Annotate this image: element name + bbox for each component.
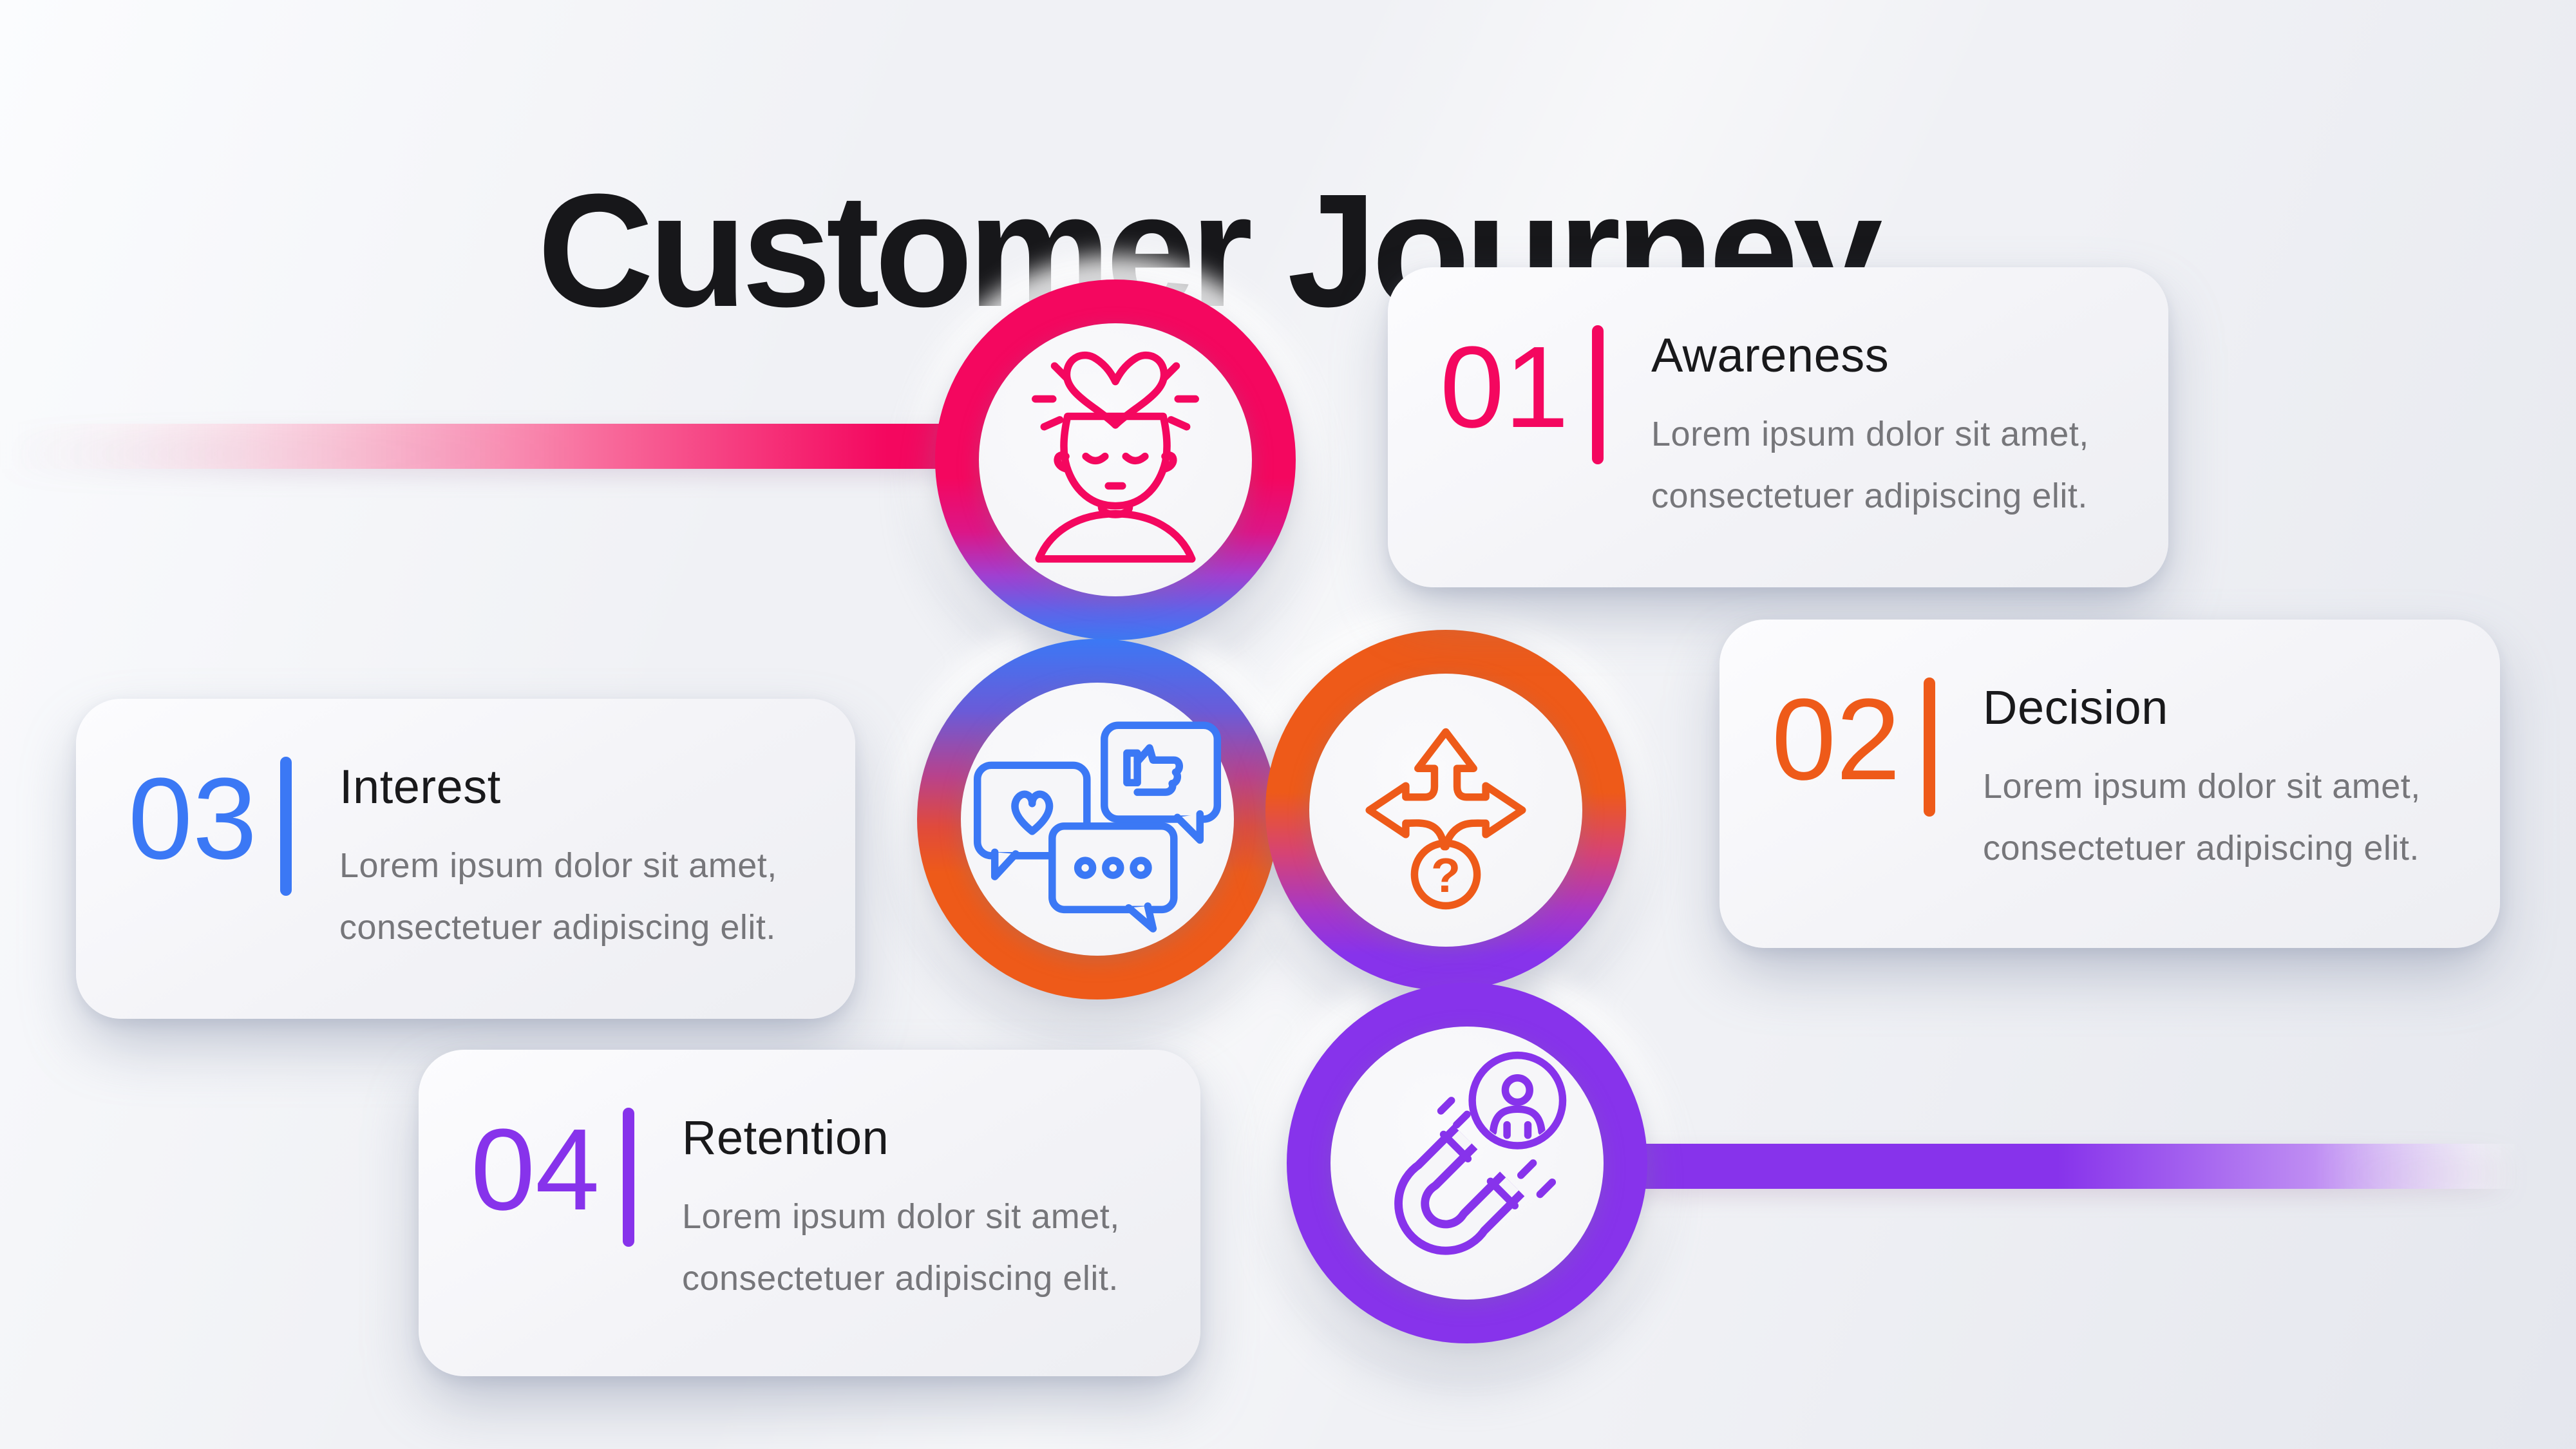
disc-awareness <box>979 323 1252 596</box>
chat-feedback-icon <box>973 721 1222 933</box>
step-accent-bar <box>1924 677 1935 817</box>
step-number: 03 <box>128 754 258 884</box>
step-accent-bar <box>280 757 292 896</box>
disc-retention <box>1331 1027 1604 1300</box>
step-description: Lorem ipsum dolor sit amet, consectetuer… <box>682 1197 1120 1298</box>
step-title: Interest <box>339 760 501 813</box>
step-accent-bar <box>623 1108 634 1247</box>
ring-interest <box>917 639 1278 999</box>
direction-arrows-icon: ? <box>1365 728 1526 910</box>
step-title: Retention <box>682 1111 889 1164</box>
question-mark-glyph: ? <box>1431 849 1461 903</box>
step-description: Lorem ipsum dolor sit amet, consectetuer… <box>1651 415 2089 516</box>
disc-decision <box>1309 674 1582 947</box>
path-exit-bar <box>1597 1144 2517 1189</box>
path-entry-bar <box>0 424 985 469</box>
step-number: 01 <box>1439 323 1569 452</box>
step-card-retention: 04 Retention Lorem ipsum dolor sit amet,… <box>419 1050 1200 1376</box>
ring-decision <box>1265 630 1626 990</box>
step-title: Awareness <box>1651 328 1889 382</box>
ring-awareness <box>935 279 1296 640</box>
step-card-awareness: 01 Awareness Lorem ipsum dolor sit amet,… <box>1388 267 2168 587</box>
step-number: 04 <box>470 1105 600 1235</box>
ring-retention <box>1287 983 1647 1343</box>
mind-heart-icon <box>1032 351 1199 563</box>
step-card-interest: 03 Interest Lorem ipsum dolor sit amet, … <box>76 699 855 1019</box>
step-description: Lorem ipsum dolor sit amet, consectetuer… <box>1983 767 2421 868</box>
step-accent-bar <box>1592 325 1604 464</box>
step-card-decision: 02 Decision Lorem ipsum dolor sit amet, … <box>1719 620 2500 948</box>
step-number: 02 <box>1771 675 1901 804</box>
step-description: Lorem ipsum dolor sit amet, consectetuer… <box>339 846 777 947</box>
step-title: Decision <box>1983 681 2168 734</box>
magnet-customer-icon <box>1394 1051 1567 1255</box>
